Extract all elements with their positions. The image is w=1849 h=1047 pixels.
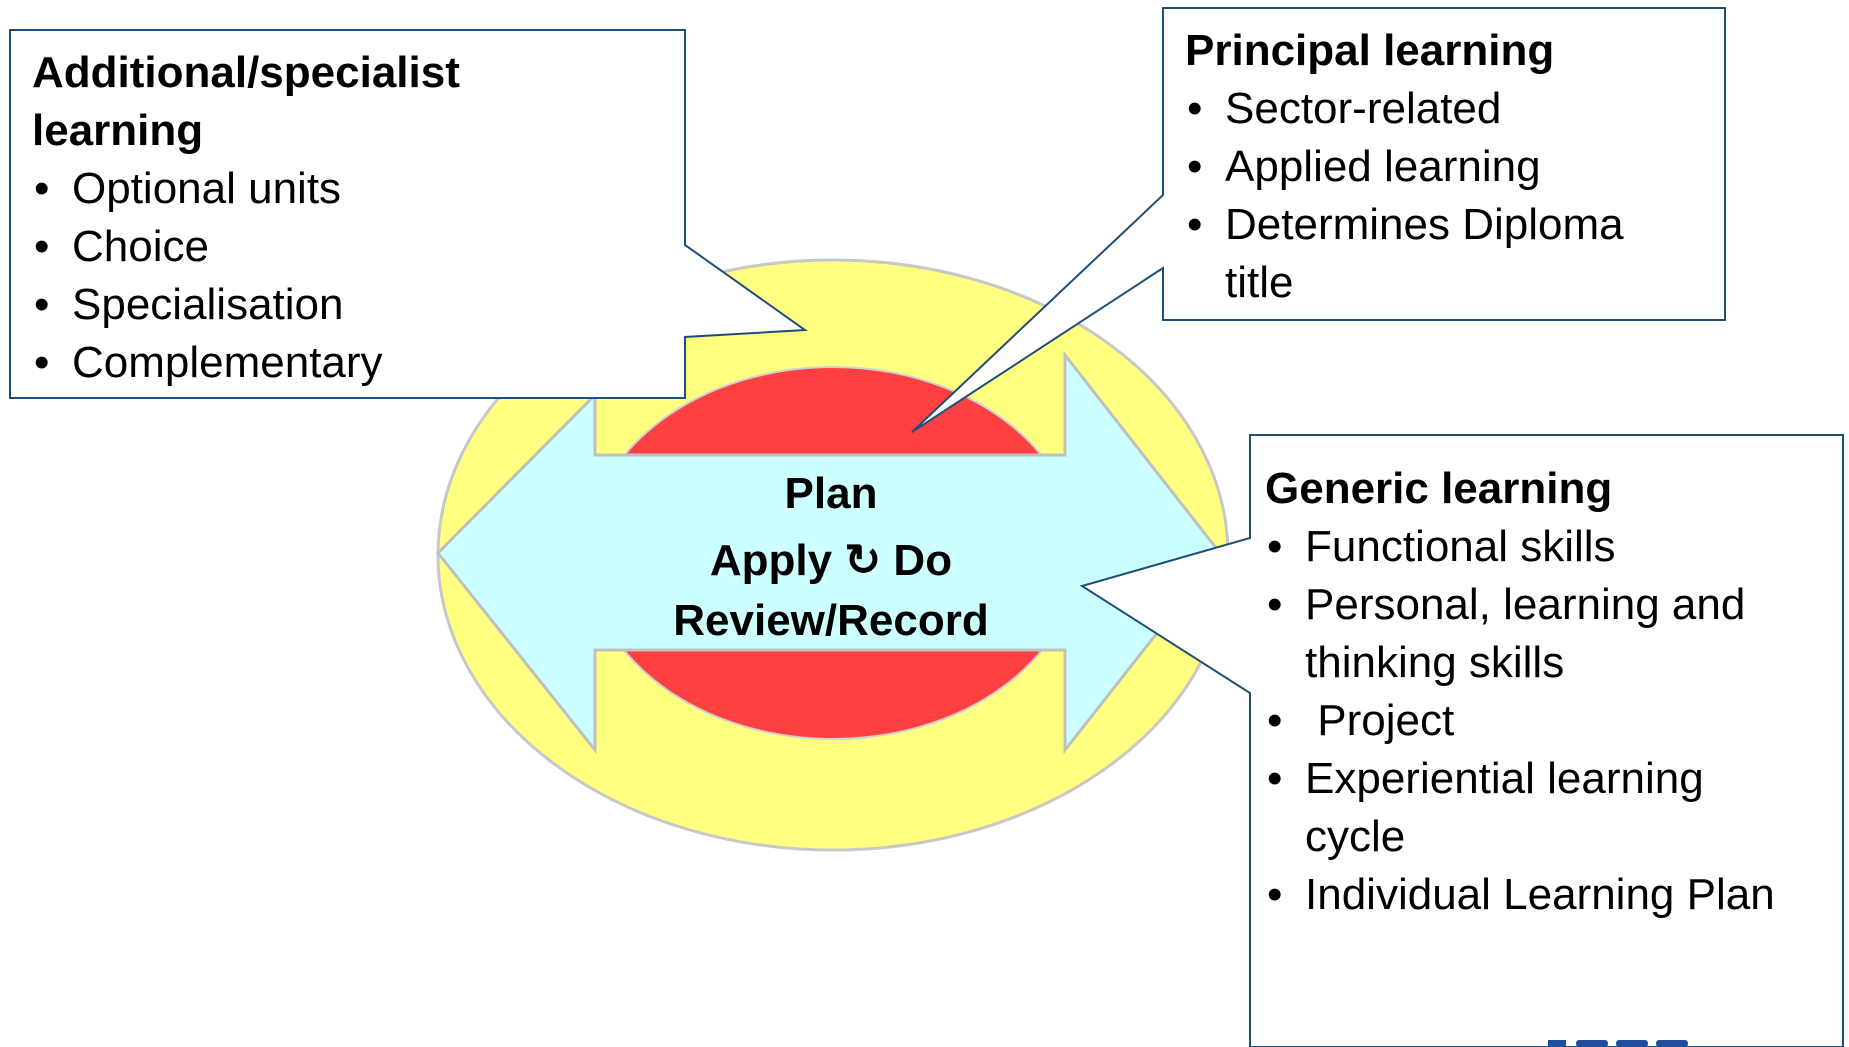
principal-learning-box: Principal learning Sector-related Applie… [1185,22,1725,312]
list-item: Complementary [32,334,672,392]
list-item: Specialisation [32,276,672,334]
center-label-apply-do: Apply ↻ Do [710,536,952,585]
list-item: Project [1265,692,1845,750]
principal-list: Sector-related Applied learning Determin… [1185,80,1725,312]
list-item: Functional skills [1265,518,1845,576]
list-item: Choice [32,218,672,276]
additional-title-line2: learning [32,106,204,155]
list-item: Experiential learning cycle [1265,750,1785,866]
logo-icon [1548,1040,1688,1047]
list-item: Sector-related [1185,80,1725,138]
generic-list: Functional skills Personal, learning and… [1265,518,1845,924]
list-item: Individual Learning Plan [1265,866,1845,924]
list-item: Determines Diploma title [1185,196,1645,312]
list-item: Optional units [32,160,672,218]
additional-list: Optional units Choice Specialisation Com… [32,160,672,392]
generic-title: Generic learning [1265,464,1613,513]
additional-title-line1: Additional/specialist [32,48,460,97]
generic-learning-box: Generic learning Functional skills Perso… [1265,460,1845,924]
center-label-plan: Plan [785,469,878,518]
list-item: Personal, learning and thinking skills [1265,576,1805,692]
list-item: Applied learning [1185,138,1725,196]
additional-specialist-learning-box: Additional/specialist learning Optional … [32,44,672,392]
center-label-review-record: Review/Record [673,596,988,645]
principal-title: Principal learning [1185,26,1555,75]
